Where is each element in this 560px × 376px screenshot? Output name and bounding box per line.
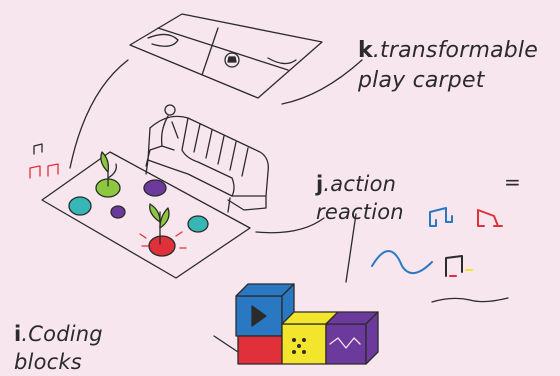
label-text: blocks xyxy=(14,350,82,374)
label-transformable-play-carpet: k.transformable play carpet xyxy=(358,36,538,96)
person-icon xyxy=(146,105,178,166)
sofa-icon xyxy=(146,116,268,212)
carpet-circles xyxy=(69,179,208,256)
pointer-j xyxy=(256,218,324,233)
equals-sign: = xyxy=(504,170,521,194)
label-text: .transformable xyxy=(373,38,538,63)
connector-line xyxy=(70,60,128,168)
label-letter: k xyxy=(358,38,373,63)
label-text: play carpet xyxy=(358,68,485,93)
scribble-line xyxy=(432,298,508,302)
label-text: reaction xyxy=(316,200,404,224)
label-text: .action xyxy=(323,172,396,196)
music-note-icon xyxy=(430,208,502,276)
wave-line xyxy=(372,251,432,273)
label-text: .Coding xyxy=(21,322,102,346)
coding-blocks xyxy=(236,284,378,364)
music-note-icon xyxy=(30,144,58,178)
soccer-ball-icon xyxy=(225,53,239,67)
